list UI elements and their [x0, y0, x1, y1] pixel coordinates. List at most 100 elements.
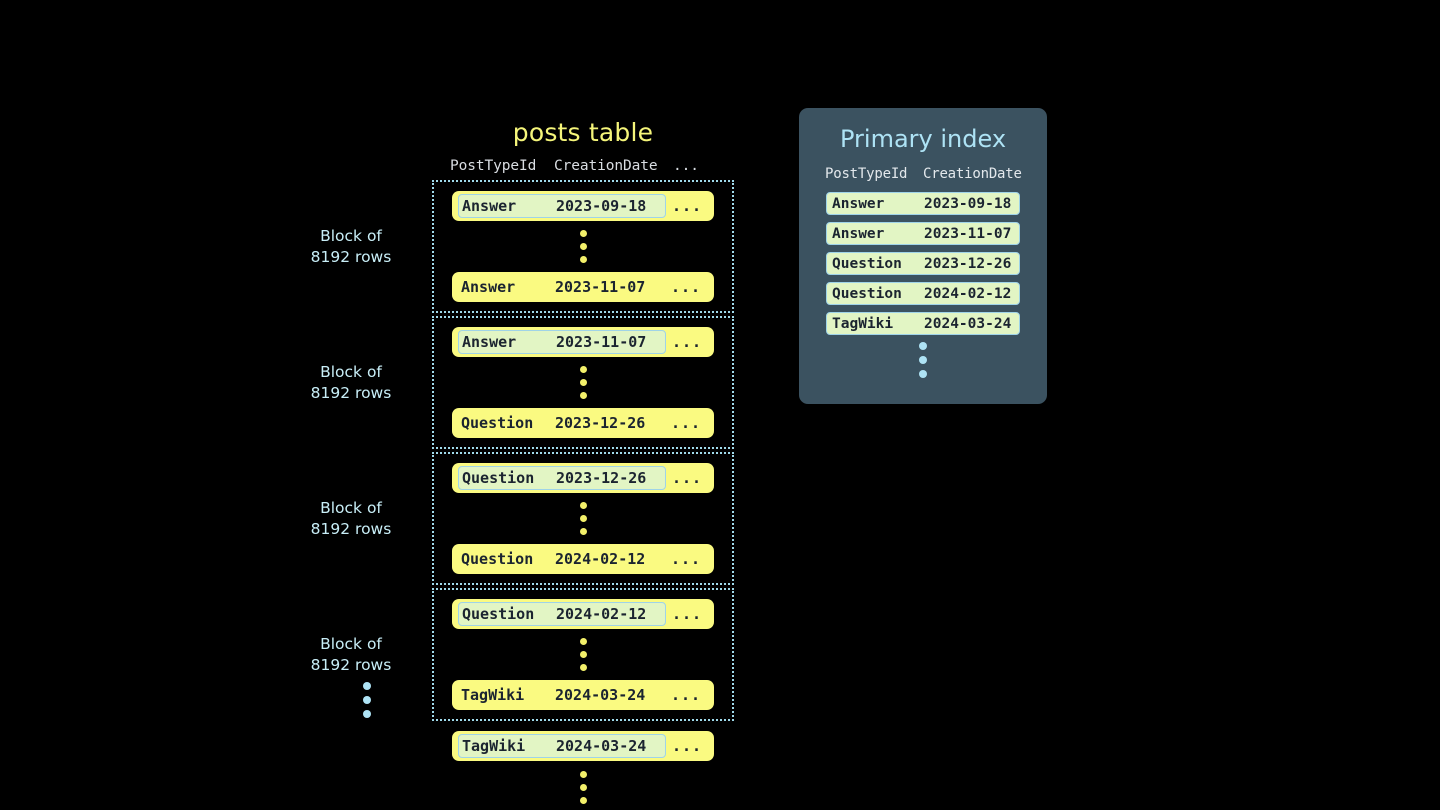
- cell-post-type-id: Answer: [461, 278, 516, 296]
- primary-index-title: Primary index: [839, 125, 1007, 153]
- cell-post-type-id: Question: [462, 469, 535, 487]
- cell-post-type-id: Question: [461, 550, 534, 568]
- dot: [579, 379, 587, 386]
- cell-more: ...: [671, 469, 703, 487]
- row-content: Question 2023-12-26: [458, 411, 664, 435]
- dot: [579, 230, 587, 237]
- dot: [919, 370, 927, 378]
- cell-more: ...: [670, 686, 702, 704]
- dot: [579, 392, 587, 399]
- cell-more: ...: [671, 333, 703, 351]
- index-row[interactable]: Question 2023-12-26: [826, 252, 1020, 275]
- cell-post-type-id: Answer: [832, 195, 885, 212]
- dot: [579, 256, 587, 263]
- primary-index-panel: Primary index PostTypeId CreationDate An…: [799, 108, 1047, 404]
- cell-post-type-id: Question: [832, 255, 902, 272]
- table-row[interactable]: Question 2024-02-12 ...: [452, 544, 714, 574]
- table-row[interactable]: Answer 2023-11-07 ...: [452, 272, 714, 302]
- cell-post-type-id: TagWiki: [832, 315, 894, 332]
- data-block: Block of 8192 rows Question 2023-12-26 .…: [311, 452, 734, 585]
- table-row[interactable]: Question 2023-12-26 ...: [452, 463, 714, 493]
- column-header-creation-date: CreationDate: [923, 166, 1022, 182]
- dot: [579, 784, 587, 791]
- cell-creation-date: 2023-11-07: [556, 333, 647, 351]
- primary-index-column-headers: PostTypeId CreationDate: [799, 166, 1047, 182]
- dot: [579, 366, 587, 373]
- dot: [579, 771, 587, 778]
- column-header-post-type-id: PostTypeId: [450, 158, 537, 174]
- cell-more: ...: [670, 414, 702, 432]
- table-row[interactable]: TagWiki 2024-03-24 ...: [452, 731, 714, 761]
- cell-post-type-id: Answer: [832, 225, 885, 242]
- column-header-creation-date: CreationDate: [554, 158, 658, 174]
- row-ellipsis-dots: [434, 493, 732, 544]
- cell-post-type-id: Question: [462, 605, 535, 623]
- cell-creation-date: 2024-02-12: [555, 550, 646, 568]
- table-row[interactable]: Answer 2023-09-18 ...: [452, 191, 714, 221]
- data-block: Block of 8192 rows Question 2024-02-12 .…: [311, 588, 734, 721]
- cell-more: ...: [670, 550, 702, 568]
- posts-table-group: posts table PostTypeId CreationDate ... …: [311, 118, 734, 810]
- block-label: Block of 8192 rows: [310, 634, 392, 674]
- cell-creation-date: 2024-03-24: [555, 686, 646, 704]
- table-row[interactable]: TagWiki 2024-03-24 ...: [452, 680, 714, 710]
- dot: [919, 356, 927, 364]
- block-label: Block of 8192 rows: [310, 498, 392, 538]
- cell-creation-date: 2024-03-24: [924, 315, 1012, 332]
- cell-post-type-id: Answer: [462, 197, 517, 215]
- row-highlight-box: Question 2023-12-26: [458, 466, 666, 490]
- row-highlight-box: Answer 2023-09-18: [458, 194, 666, 218]
- row-content: TagWiki 2024-03-24: [458, 683, 664, 707]
- data-block: Block of 8192 rows Answer 2023-09-18 ...…: [311, 180, 734, 313]
- cell-post-type-id: TagWiki: [462, 737, 526, 755]
- cell-creation-date: 2023-09-18: [924, 195, 1012, 212]
- dot: [579, 243, 587, 250]
- cell-post-type-id: Question: [461, 414, 534, 432]
- cell-creation-date: 2024-02-12: [924, 285, 1012, 302]
- dot: [579, 528, 587, 535]
- dot: [579, 638, 587, 645]
- dot: [579, 502, 587, 509]
- cell-creation-date: 2023-12-26: [924, 255, 1012, 272]
- cell-more: ...: [670, 278, 702, 296]
- cell-creation-date: 2023-11-07: [555, 278, 646, 296]
- index-row[interactable]: Question 2024-02-12: [826, 282, 1020, 305]
- dot: [579, 664, 587, 671]
- dot: [579, 515, 587, 522]
- posts-table-tail: TagWiki 2024-03-24 ...: [432, 731, 734, 810]
- blocks-continuation-dots: [363, 682, 371, 718]
- table-row[interactable]: Question 2024-02-12 ...: [452, 599, 714, 629]
- row-highlight-box: Question 2024-02-12: [458, 602, 666, 626]
- row-ellipsis-dots: [434, 357, 732, 408]
- dot: [363, 696, 371, 704]
- cell-more: ...: [671, 197, 703, 215]
- index-row[interactable]: Answer 2023-09-18: [826, 192, 1020, 215]
- dot: [919, 342, 927, 350]
- posts-table-title: posts table: [512, 118, 654, 147]
- dot: [363, 710, 371, 718]
- table-continuation-dots: [432, 761, 734, 810]
- column-header-more: ...: [673, 158, 699, 174]
- row-highlight-box: TagWiki 2024-03-24: [458, 734, 666, 758]
- cell-creation-date: 2024-02-12: [556, 605, 647, 623]
- dot: [363, 682, 371, 690]
- posts-table-column-headers: PostTypeId CreationDate ...: [432, 158, 734, 180]
- table-row[interactable]: Question 2023-12-26 ...: [452, 408, 714, 438]
- cell-post-type-id: Answer: [462, 333, 517, 351]
- cell-more: ...: [671, 737, 703, 755]
- column-header-post-type-id: PostTypeId: [825, 166, 908, 182]
- cell-creation-date: 2023-12-26: [555, 414, 646, 432]
- index-row[interactable]: TagWiki 2024-03-24: [826, 312, 1020, 335]
- dot: [579, 797, 587, 804]
- cell-more: ...: [671, 605, 703, 623]
- cell-creation-date: 2023-12-26: [556, 469, 647, 487]
- block-label: Block of 8192 rows: [310, 226, 392, 266]
- table-row[interactable]: Answer 2023-11-07 ...: [452, 327, 714, 357]
- block-label: Block of 8192 rows: [310, 362, 392, 402]
- row-ellipsis-dots: [434, 629, 732, 680]
- row-ellipsis-dots: [434, 221, 732, 272]
- row-highlight-box: Answer 2023-11-07: [458, 330, 666, 354]
- index-row[interactable]: Answer 2023-11-07: [826, 222, 1020, 245]
- row-content: Question 2024-02-12: [458, 547, 664, 571]
- cell-post-type-id: Question: [832, 285, 902, 302]
